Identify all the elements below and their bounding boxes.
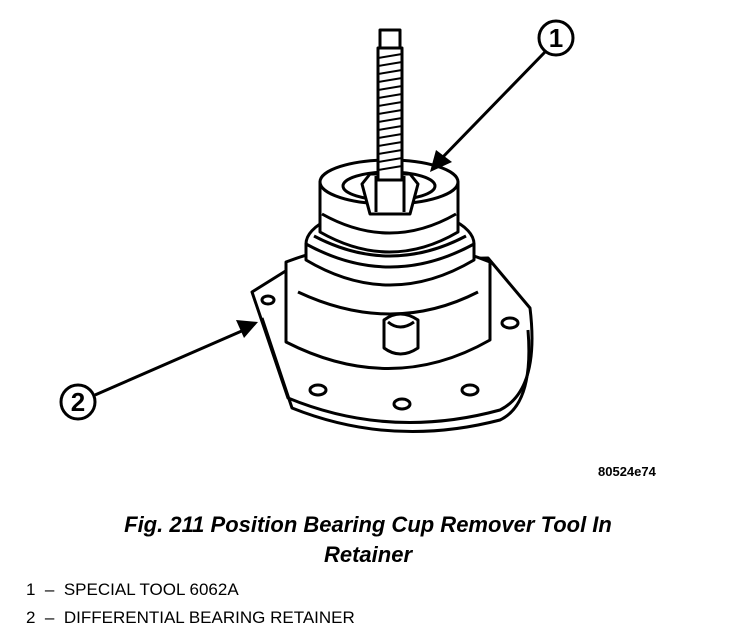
legend-number: 2 (26, 608, 36, 627)
callout-1: 1 (430, 19, 575, 172)
figure-code: 80524e74 (598, 464, 656, 479)
bolt-hole (500, 316, 520, 330)
legend-dash: – (44, 580, 55, 599)
tool-illustration: 1 2 (59, 19, 575, 434)
bearing-cup-inner (313, 234, 467, 258)
retainer-body-step (297, 290, 479, 316)
rod-threads (377, 53, 403, 171)
figure-caption-line1: Fig. 211 Position Bearing Cup Remover To… (124, 512, 612, 537)
legend-dash: – (44, 608, 55, 627)
callout-1-label: 1 (549, 23, 563, 53)
bolt-boss-top (387, 320, 415, 329)
legend-item-1: 1 – SPECIAL TOOL 6062A (26, 580, 239, 600)
retainer-flange-edge (260, 317, 531, 434)
bolt-hole (308, 383, 328, 397)
legend-text: SPECIAL TOOL 6062A (63, 580, 239, 599)
legend-number: 1 (26, 580, 36, 599)
figure-caption-line2: Retainer (323, 542, 413, 567)
bearing-cup-band (304, 242, 476, 287)
bolt-boss (382, 312, 420, 356)
callout-2-label: 2 (71, 387, 85, 417)
callout-2: 2 (59, 320, 258, 421)
remover-tool-groove (321, 212, 457, 235)
legend-item-2: 2 – DIFFERENTIAL BEARING RETAINER (26, 608, 355, 628)
rod-tip (378, 28, 402, 50)
bolt-hole (392, 397, 412, 411)
bolt-hole (460, 383, 480, 397)
legend-text: DIFFERENTIAL BEARING RETAINER (63, 608, 355, 627)
hex-nut-face (374, 176, 406, 212)
bolt-hole (260, 294, 276, 306)
